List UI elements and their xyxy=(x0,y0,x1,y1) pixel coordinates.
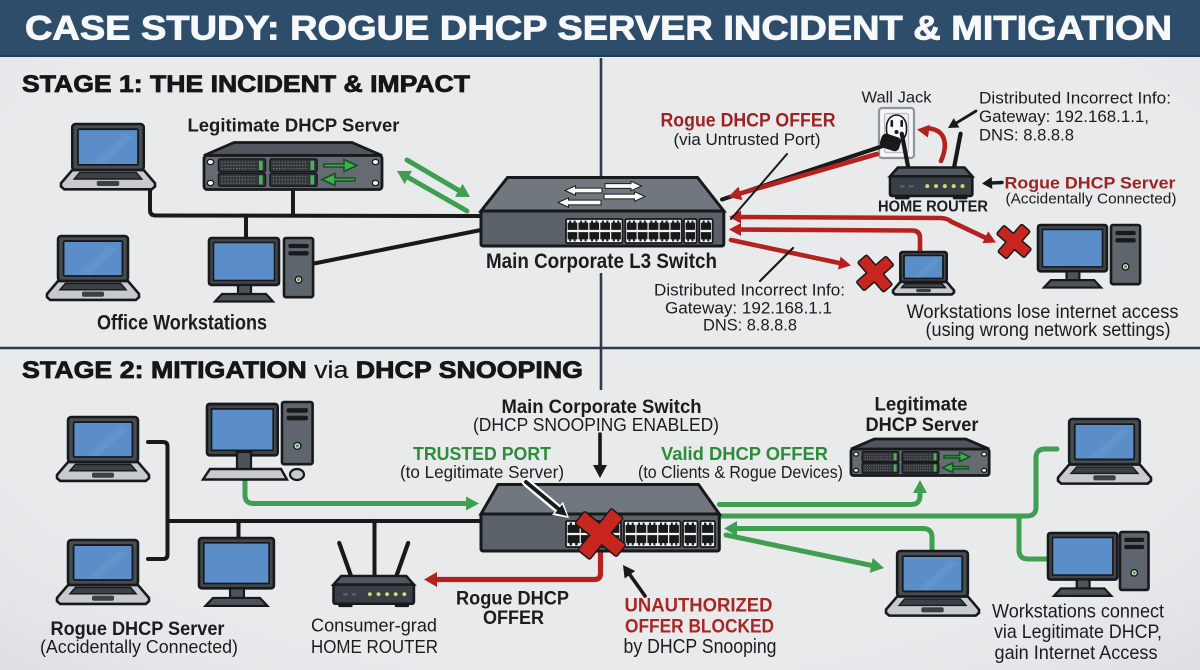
svg-text:HOME ROUTER: HOME ROUTER xyxy=(311,636,438,657)
svg-text:via Legitimate DHCP,: via Legitimate DHCP, xyxy=(994,621,1162,643)
svg-text:(Accidentally Connected): (Accidentally Connected) xyxy=(40,636,238,657)
svg-text:Wall Jack: Wall Jack xyxy=(862,90,933,107)
svg-text:OFFER: OFFER xyxy=(483,607,544,629)
svg-text:TRUSTED PORT: TRUSTED PORT xyxy=(413,444,551,464)
svg-text:(Accidentally Connected): (Accidentally Connected) xyxy=(1006,191,1177,208)
svg-text:OFFER BLOCKED: OFFER BLOCKED xyxy=(625,616,774,638)
svg-text:DNS: 8.8.8.8: DNS: 8.8.8.8 xyxy=(979,126,1074,145)
svg-text:UNAUTHORIZED: UNAUTHORIZED xyxy=(625,595,773,617)
svg-text:Distributed Incorrect Info:: Distributed Incorrect Info: xyxy=(654,281,845,300)
svg-text:Workstations lose internet acc: Workstations lose internet access xyxy=(907,301,1179,323)
svg-text:by DHCP Snooping: by DHCP Snooping xyxy=(624,636,777,658)
svg-text:Gateway: 192.168.1.1: Gateway: 192.168.1.1 xyxy=(665,299,832,318)
svg-text:(to Legitimate Server): (to Legitimate Server) xyxy=(400,462,564,482)
svg-text:Distributed Incorrect Info:: Distributed Incorrect Info: xyxy=(979,89,1171,108)
svg-text:CASE STUDY: ROGUE DHCP SERVER: CASE STUDY: ROGUE DHCP SERVER INCIDENT &… xyxy=(25,10,1172,48)
svg-text:Rogue DHCP: Rogue DHCP xyxy=(456,588,569,610)
svg-text:Workstations connect: Workstations connect xyxy=(992,601,1165,623)
svg-text:(via Untrusted Port): (via Untrusted Port) xyxy=(674,130,821,149)
svg-text:Gateway: 192.168.1.1,: Gateway: 192.168.1.1, xyxy=(979,107,1149,126)
svg-text:Main Corporate L3 Switch: Main Corporate L3 Switch xyxy=(486,250,717,273)
svg-text:Rogue DHCP OFFER: Rogue DHCP OFFER xyxy=(661,111,836,132)
svg-text:STAGE 1: THE INCIDENT & IMPACT: STAGE 1: THE INCIDENT & IMPACT xyxy=(22,71,470,98)
svg-text:DNS: 8.8.8.8: DNS: 8.8.8.8 xyxy=(703,316,797,335)
svg-text:(using wrong network settings): (using wrong network settings) xyxy=(926,319,1171,341)
svg-text:Consumer-grad: Consumer-grad xyxy=(311,616,437,636)
svg-text:Legitimate DHCP Server: Legitimate DHCP Server xyxy=(188,115,400,136)
svg-text:STAGE 2: MITIGATION via DHCP S: STAGE 2: MITIGATION via DHCP SNOOPING xyxy=(22,357,583,384)
svg-text:(DHCP SNOOPING ENABLED): (DHCP SNOOPING ENABLED) xyxy=(473,414,719,435)
svg-text:(to Clients & Rogue Devices): (to Clients & Rogue Devices) xyxy=(638,462,843,482)
svg-text:Rogue DHCP Server: Rogue DHCP Server xyxy=(1005,174,1176,193)
svg-text:Office Workstations: Office Workstations xyxy=(97,311,267,335)
svg-text:Legitimate: Legitimate xyxy=(875,394,968,416)
svg-text:Valid DHCP OFFER: Valid DHCP OFFER xyxy=(661,444,828,464)
svg-text:DHCP Server: DHCP Server xyxy=(866,414,979,436)
svg-text:HOME ROUTER: HOME ROUTER xyxy=(878,199,988,216)
svg-text:Main Corporate Switch: Main Corporate Switch xyxy=(502,396,702,418)
svg-text:Rogue DHCP Server: Rogue DHCP Server xyxy=(51,619,226,640)
svg-text:gain Internet Access: gain Internet Access xyxy=(995,642,1158,664)
